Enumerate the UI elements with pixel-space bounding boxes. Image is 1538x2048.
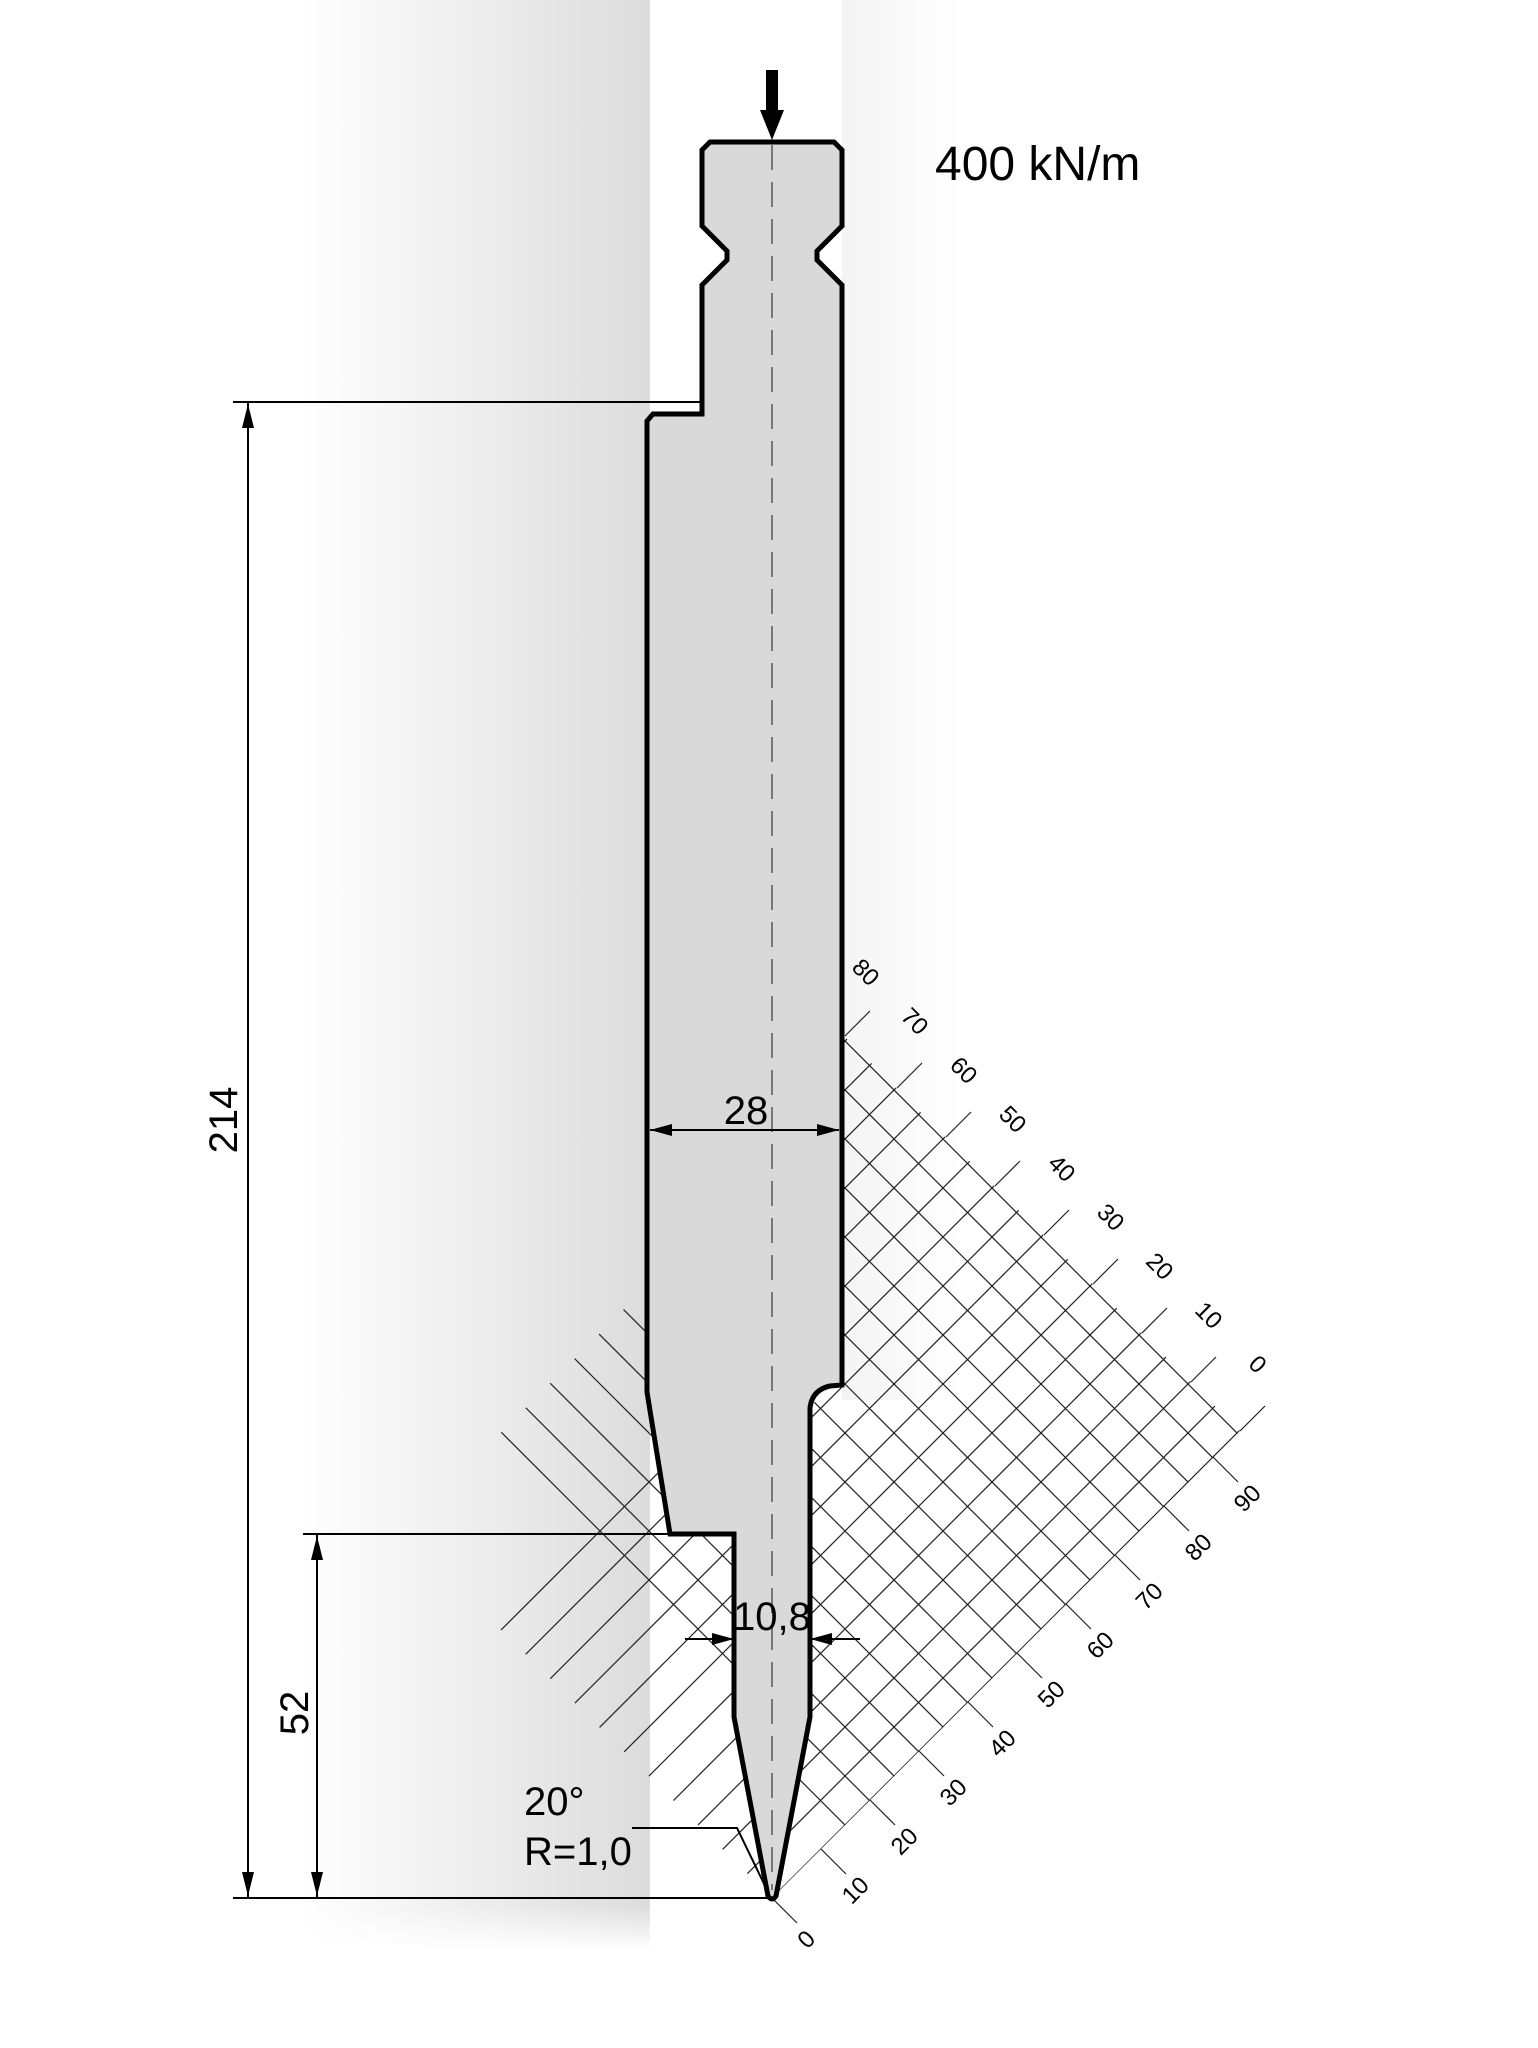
svg-text:80: 80 [1180,1529,1218,1567]
svg-text:10: 10 [1189,1297,1227,1335]
arrowhead [311,1536,323,1560]
svg-text:90: 90 [1229,1480,1267,1518]
load-arrow-icon [760,70,784,140]
tip-leader-line [632,1827,769,1893]
svg-text:50: 50 [993,1101,1031,1139]
svg-text:0: 0 [1243,1350,1272,1379]
punch-profile [644,139,845,1902]
svg-text:50: 50 [1033,1676,1071,1714]
dim-10-8: 10,8 [733,1595,811,1639]
svg-text:40: 40 [1042,1150,1080,1188]
arrowhead [242,404,254,428]
tip-angle: 20° [524,1780,585,1824]
arrowhead [242,1872,254,1896]
load-rating: 400 kN/m [935,138,1140,191]
dim-28: 28 [724,1089,769,1133]
dim-214: 214 [202,1087,246,1154]
dimension-body-width [650,1124,839,1136]
dimension-lower-height [303,1533,670,1898]
svg-text:30: 30 [1091,1199,1129,1237]
svg-text:70: 70 [1131,1578,1169,1616]
tip-radius: R=1,0 [524,1830,632,1874]
svg-text:60: 60 [1082,1627,1120,1665]
background-shading [300,0,1000,1950]
svg-text:20: 20 [1140,1248,1178,1286]
dimension-neck-width [685,1633,860,1645]
arrowhead [311,1872,323,1896]
scale-ticks-upper-right [844,1010,1266,1432]
dim-52: 52 [273,1691,317,1736]
dimension-overall-height [233,401,770,1899]
scale-ticks-lower-right [771,1456,1239,1924]
